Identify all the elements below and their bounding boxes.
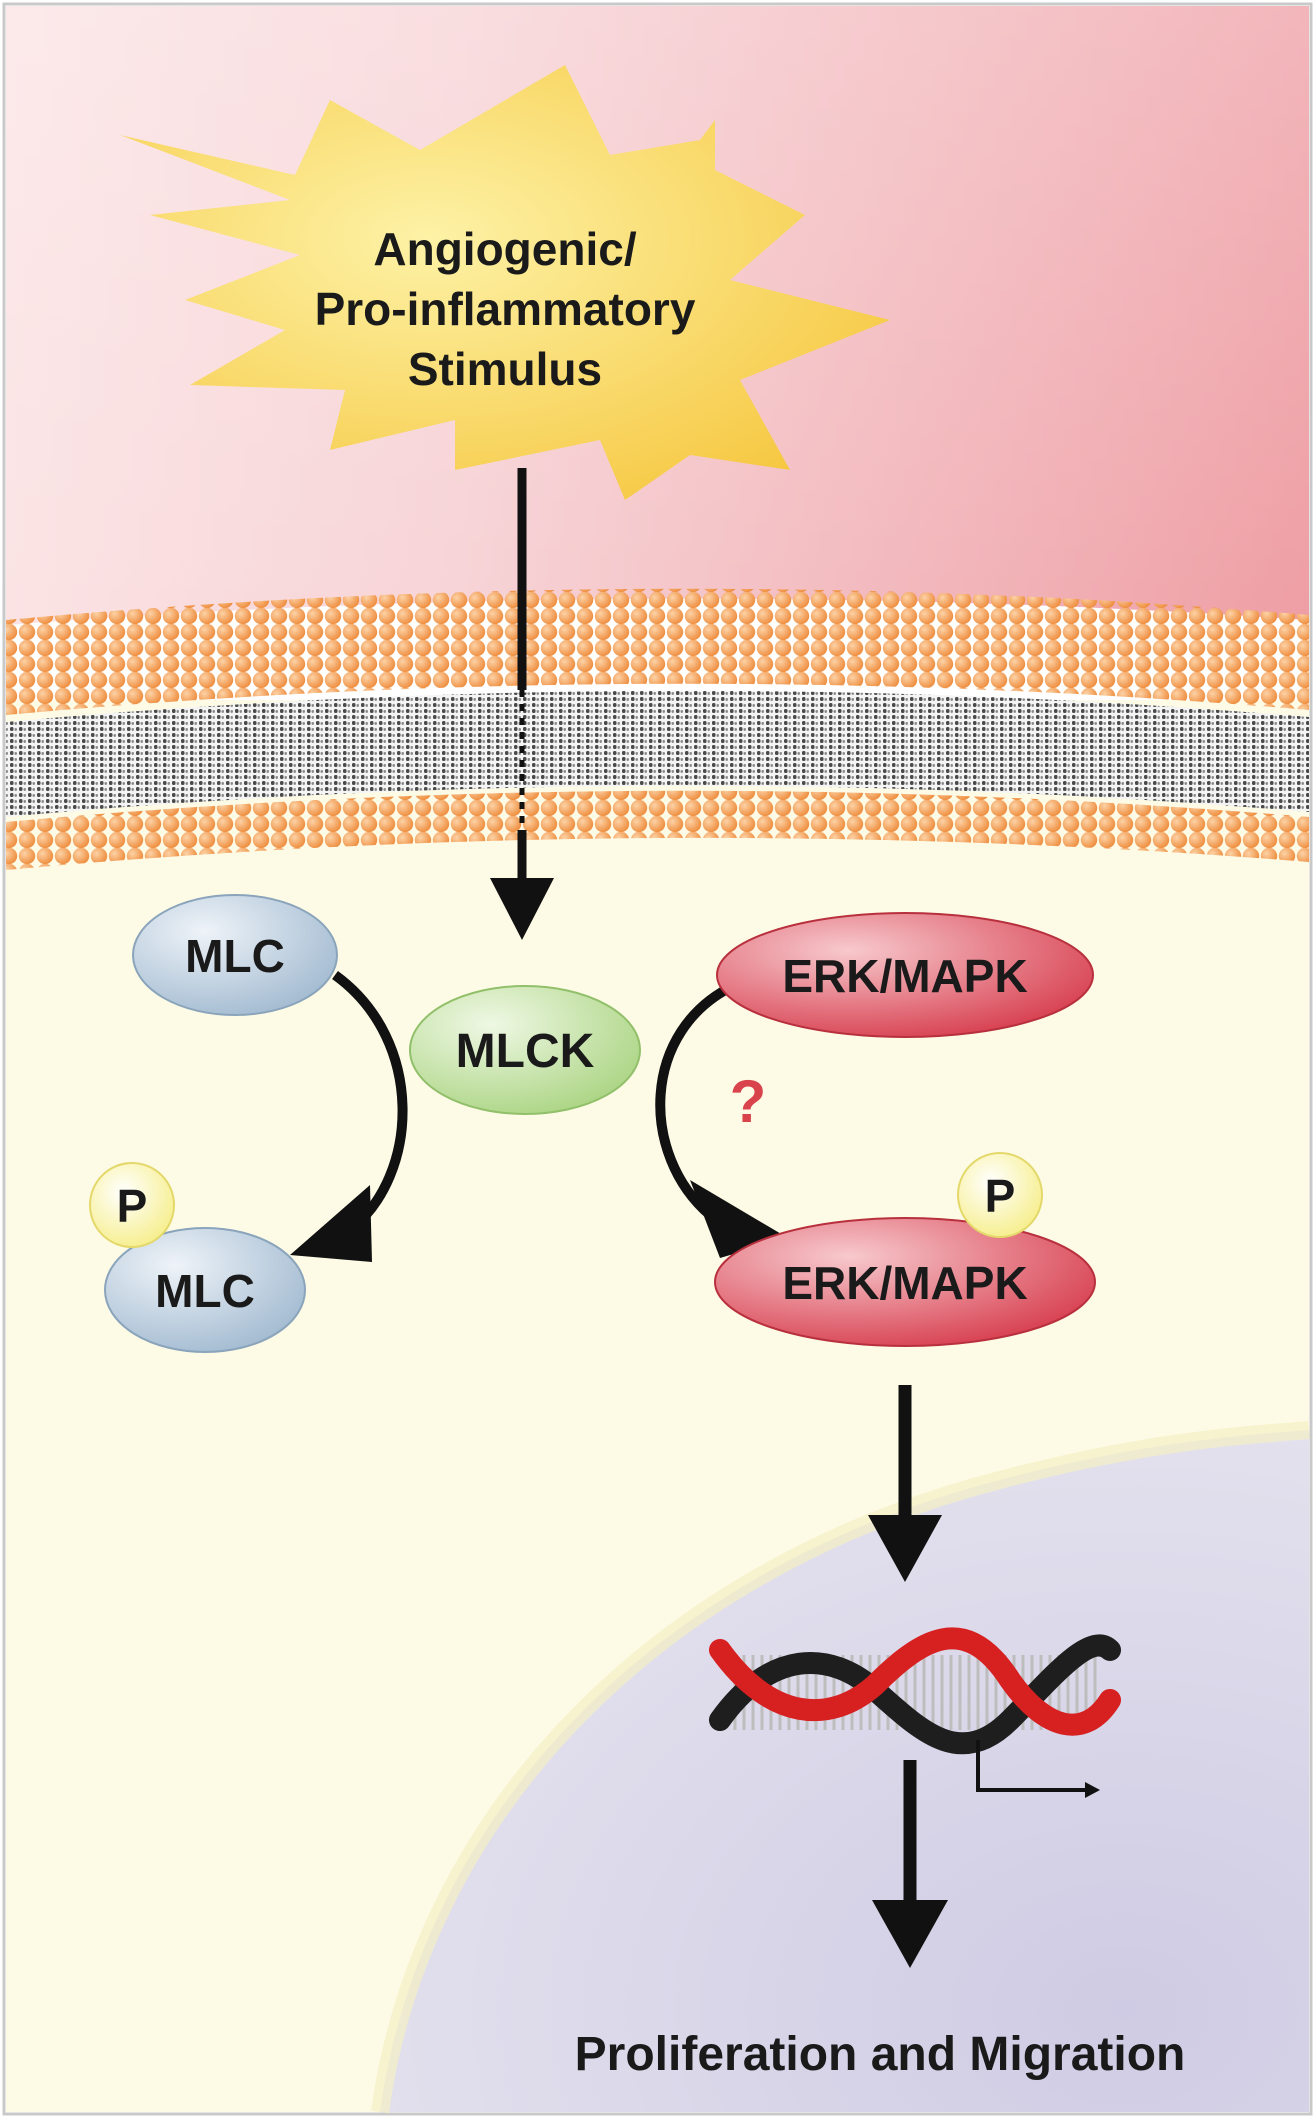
phospho-mlc-label: MLC	[155, 1265, 255, 1317]
dna-helix	[709, 1627, 1121, 1755]
mlc-phospho-group	[89, 1162, 175, 1248]
mlc-phosphorylation-arrowhead	[290, 1185, 372, 1262]
erk-phosphorylation-arrow	[655, 980, 738, 1219]
dna-strand-black	[709, 1634, 1121, 1755]
erk-label: ERK/MAPK	[782, 950, 1027, 1002]
stimulus-starburst-shape	[120, 65, 890, 500]
nuclear-translocation-arrowhead	[868, 1515, 942, 1582]
phospho-erk-label: ERK/MAPK	[782, 1257, 1027, 1309]
stimulus-label-line3: Stimulus	[408, 343, 602, 395]
stimulus-burst: Angiogenic/ Pro-inflammatory Stimulus	[120, 65, 890, 500]
stimulus-label-line2: Pro-inflammatory	[315, 283, 696, 335]
phospho-erk-node	[714, 1217, 1096, 1347]
unknown-mechanism-question-mark: ?	[730, 1068, 767, 1135]
dna-strand-red	[709, 1627, 1121, 1736]
membrane-outer-heads	[6, 588, 1309, 715]
erk-phospho-label: P	[985, 1170, 1016, 1222]
mlck-label: MLCK	[456, 1025, 595, 1078]
mlc-node	[132, 894, 338, 1016]
cell-membrane	[6, 588, 1309, 870]
mlck-node	[409, 985, 641, 1115]
membrane-tails	[6, 690, 1309, 817]
stimulus-arrowhead	[490, 878, 554, 940]
membrane-inner-heads	[6, 790, 1309, 870]
mlc-phospho-label: P	[117, 1180, 148, 1232]
transcription-start-icon	[976, 1740, 1100, 1798]
outcome-label: Proliferation and Migration	[575, 2028, 1186, 2081]
erk-node	[716, 912, 1094, 1038]
stimulus-label-line1: Angiogenic/	[373, 223, 636, 275]
mlc-label: MLC	[185, 930, 285, 982]
nuclear-envelope-glow	[371, 1421, 1310, 2114]
outcome-arrowhead	[872, 1900, 948, 1968]
nucleus	[380, 1430, 1309, 2112]
phospho-mlc-node	[104, 1227, 306, 1353]
erk-phospho-group	[957, 1152, 1043, 1238]
mlc-phosphorylation-arrow	[332, 970, 408, 1234]
